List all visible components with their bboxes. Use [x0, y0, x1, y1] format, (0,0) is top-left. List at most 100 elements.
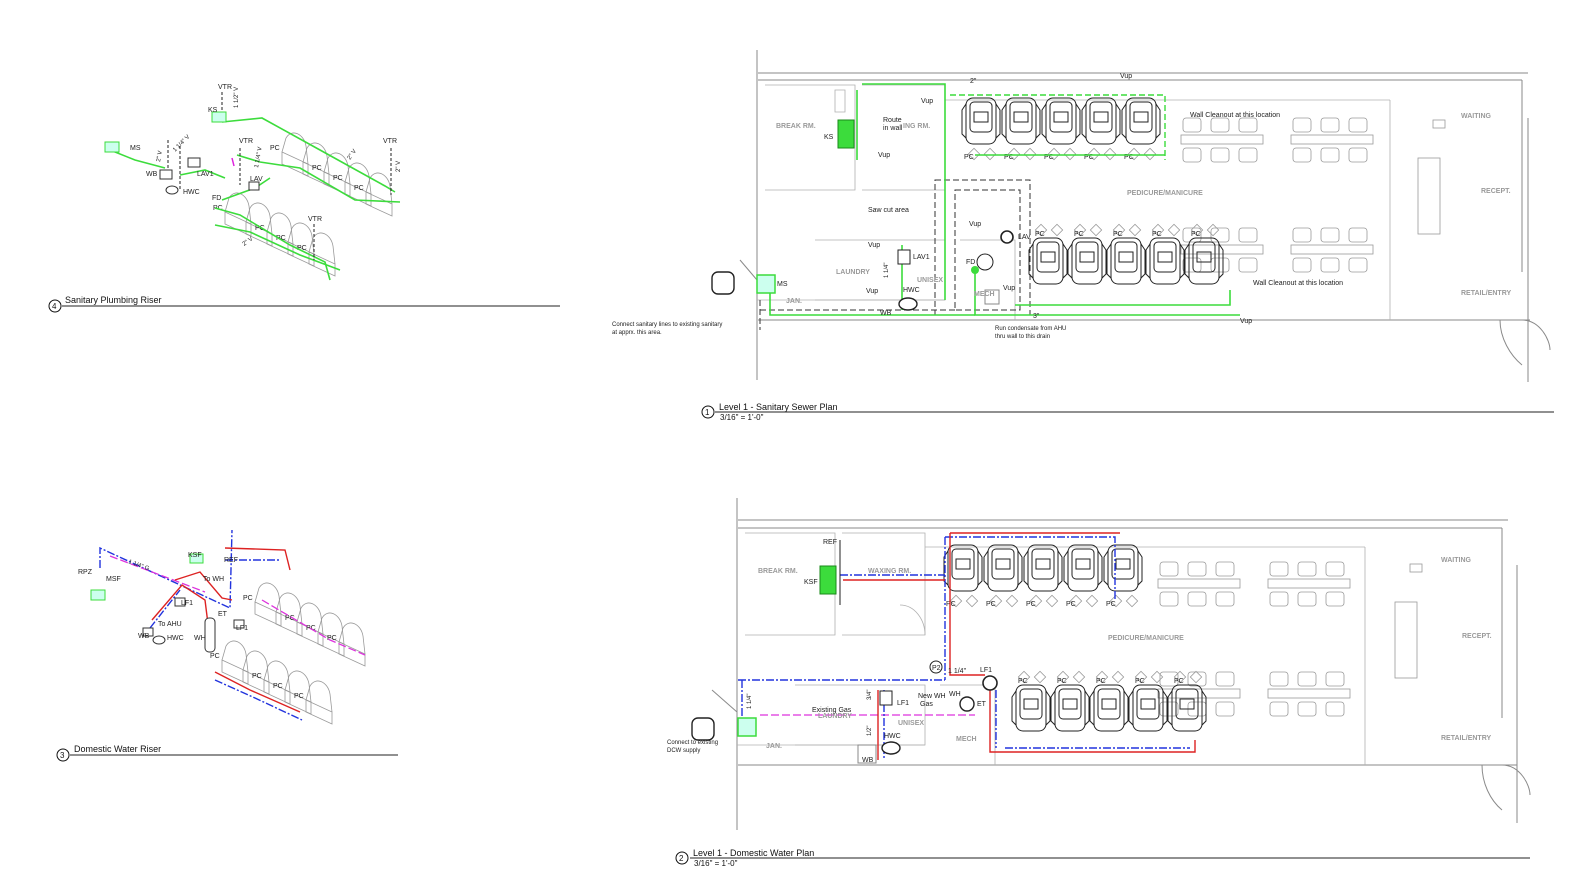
- r4-fd: FD: [212, 195, 221, 202]
- pedicure-chair: PC: [961, 97, 1001, 161]
- p2-wh: WH: [949, 691, 961, 698]
- iso-chair: PC: [306, 612, 345, 657]
- p2-view-title: Level 1 - Domestic Water Plan: [693, 848, 814, 858]
- iso-chair: PC: [252, 660, 291, 705]
- pc-label: PC: [986, 601, 996, 608]
- p2-view-scale: 3/16" = 1'-0": [694, 859, 738, 868]
- p2-room-mech: MECH: [956, 736, 977, 743]
- p1-two-in: 2": [970, 78, 977, 85]
- r4-size-2v-a: 2" V: [156, 150, 164, 162]
- pc-label: PC: [1018, 678, 1028, 685]
- iso-chair: PC: [210, 640, 249, 685]
- r3-rpz: RPZ: [78, 569, 93, 576]
- pc-label: PC: [312, 165, 322, 172]
- pedicure-chair: PC: [1089, 670, 1129, 732]
- p2-room-retail: RETAIL/ENTRY: [1441, 735, 1491, 742]
- r3-et: ET: [218, 611, 228, 618]
- r4-size-114b: 1 1/4" V: [254, 146, 264, 168]
- p1-vup-b: Vup: [878, 152, 890, 159]
- p1-wall-cleanout-1: Wall Cleanout at this location: [1190, 112, 1280, 119]
- r3-to-wh: To WH: [203, 576, 224, 583]
- pc-label: PC: [1191, 231, 1201, 238]
- pc-label: PC: [1174, 678, 1184, 685]
- pedicure-chair: PC: [1121, 97, 1161, 161]
- r3-msf: MSF: [106, 576, 121, 583]
- pc-label: PC: [1004, 154, 1014, 161]
- pc-label: PC: [1057, 678, 1067, 685]
- p1-wall-cleanout-2: Wall Cleanout at this location: [1253, 280, 1343, 287]
- p2-room-waxing: WAXING RM.: [868, 568, 911, 575]
- pc-label: PC: [1135, 678, 1145, 685]
- pc-label: PC: [273, 683, 283, 690]
- pedicure-chair: PC: [1184, 223, 1224, 285]
- p1-view-number: 1: [705, 408, 710, 417]
- p1-hwc: HWC: [903, 287, 920, 294]
- pedicure-chair: PC: [1063, 544, 1103, 608]
- p2-hwc: HWC: [884, 733, 901, 740]
- iso-chair: PC: [243, 582, 282, 627]
- p1-room-waxing: ING RM.: [903, 123, 930, 130]
- pc-label: PC: [285, 615, 295, 622]
- r3-ref: REF: [224, 557, 238, 564]
- p1-three-in: 3": [1033, 313, 1040, 320]
- pedicure-chair: PC: [1081, 97, 1121, 161]
- r4-size-114: 1 1/4" V: [172, 134, 191, 153]
- pc-label: PC: [1124, 154, 1134, 161]
- iso-chair: PC: [327, 622, 366, 667]
- r3-hwc: HWC: [167, 635, 184, 642]
- p1-room-recept: RECEPT.: [1481, 188, 1511, 195]
- r3-lf1b: LF1: [236, 625, 248, 632]
- pc-label: PC: [243, 595, 253, 602]
- pc-label: PC: [1066, 601, 1076, 608]
- r4-view-number: 4: [52, 302, 57, 311]
- p1-wb: WB: [880, 310, 892, 317]
- pc-label: PC: [276, 235, 286, 242]
- pc-label: PC: [946, 601, 956, 608]
- r4-lav1: LAV1: [197, 171, 214, 178]
- p1-room-retail: RETAIL/ENTRY: [1461, 290, 1511, 297]
- p1-room-unisex: UNISEX: [917, 277, 943, 284]
- p2-existing-gas: Existing Gas: [812, 707, 852, 714]
- iso-chair: PC: [276, 222, 315, 267]
- pc-label: PC: [1113, 231, 1123, 238]
- p2-room-unisex: UNISEX: [898, 720, 924, 727]
- p2-room-waiting: WAITING: [1441, 557, 1471, 564]
- pc-label: PC: [1074, 231, 1084, 238]
- p2-new-wh: New WH: [918, 693, 946, 700]
- pedicure-chair: PC: [1145, 223, 1185, 285]
- pedicure-chair: PC: [1167, 670, 1207, 732]
- pc-label: PC: [297, 245, 307, 252]
- p1-vup-e: Vup: [866, 288, 878, 295]
- pedicure-chair: PC: [1050, 670, 1090, 732]
- p1-room-jan: JAN.: [786, 298, 802, 305]
- p2-size-12: 1/2": [867, 726, 873, 736]
- p2-wb: WB: [862, 757, 874, 764]
- p1-vup-g: Vup: [1240, 318, 1252, 325]
- r3-gas: 1 1/4" G: [127, 559, 150, 572]
- pc-label: PC: [1044, 154, 1054, 161]
- r4-vtr-right: VTR: [383, 138, 397, 145]
- p1-ms: MS: [777, 281, 788, 288]
- p1-room-pedicure: PEDICURE/MANICURE: [1127, 190, 1203, 197]
- p2-p2: P2: [932, 665, 941, 672]
- pedicure-chair: PC: [1106, 223, 1146, 285]
- iso-chair: PC: [294, 680, 333, 725]
- p2-room-pedicure: PEDICURE/MANICURE: [1108, 635, 1184, 642]
- pc-label: PC: [1026, 601, 1036, 608]
- p1-lav1: LAV1: [913, 254, 930, 261]
- p1-room-mech: MECH: [974, 291, 995, 298]
- p1-view-scale: 3/16" = 1'-0": [720, 413, 764, 422]
- r4-vtr-low: VTR: [308, 216, 322, 223]
- pc-label: PC: [1152, 231, 1162, 238]
- pc-label: PC: [255, 225, 265, 232]
- pedicure-chair: PC: [1028, 223, 1068, 285]
- p1-room-break: BREAK RM.: [776, 123, 816, 130]
- pc-label: PC: [1096, 678, 1106, 685]
- pedicure-chair: PC: [1128, 670, 1168, 732]
- pc-label: PC: [210, 653, 220, 660]
